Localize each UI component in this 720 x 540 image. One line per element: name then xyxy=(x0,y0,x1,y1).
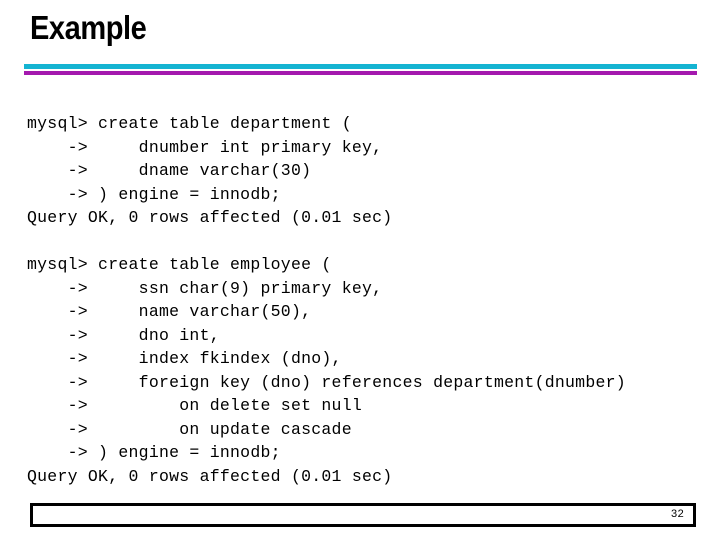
console-block-spacer xyxy=(27,230,692,254)
console-line: -> ) engine = innodb; xyxy=(27,184,281,204)
console-line: -> foreign key (dno) references departme… xyxy=(27,372,626,392)
console-blank-line xyxy=(27,230,692,254)
console-block-create-table-employee: mysql> create table employee ( -> ssn ch… xyxy=(27,253,692,488)
console-line: Query OK, 0 rows affected (0.01 sec) xyxy=(27,466,393,486)
console-block-create-table-department: mysql> create table department ( -> dnum… xyxy=(27,112,692,230)
console-line: -> name varchar(50), xyxy=(27,302,312,321)
mysql-console-transcript: mysql> create table department ( -> dnum… xyxy=(27,112,692,488)
console-line: -> dno int, xyxy=(27,325,220,345)
console-line: -> dname varchar(30) xyxy=(27,161,312,180)
page-number: 32 xyxy=(670,509,684,521)
page-title: Example xyxy=(30,9,147,46)
console-line: mysql> create table department ( xyxy=(27,114,352,133)
console-line: -> on delete set null xyxy=(27,396,363,415)
console-line: -> on update cascade xyxy=(27,419,352,439)
divider-line-cyan xyxy=(24,64,697,69)
console-line: Query OK, 0 rows affected (0.01 sec) xyxy=(27,208,393,227)
divider-line-magenta xyxy=(24,71,697,75)
console-line: -> index fkindex (dno), xyxy=(27,349,342,368)
title-divider xyxy=(24,64,697,75)
console-line: mysql> create table employee ( xyxy=(27,255,332,274)
footer-placeholder-box: 32 xyxy=(30,503,696,527)
console-line: -> ) engine = innodb; xyxy=(27,443,281,462)
divider-gap xyxy=(24,69,697,71)
console-line: -> dnumber int primary key, xyxy=(27,137,383,157)
console-line: -> ssn char(9) primary key, xyxy=(27,278,383,298)
